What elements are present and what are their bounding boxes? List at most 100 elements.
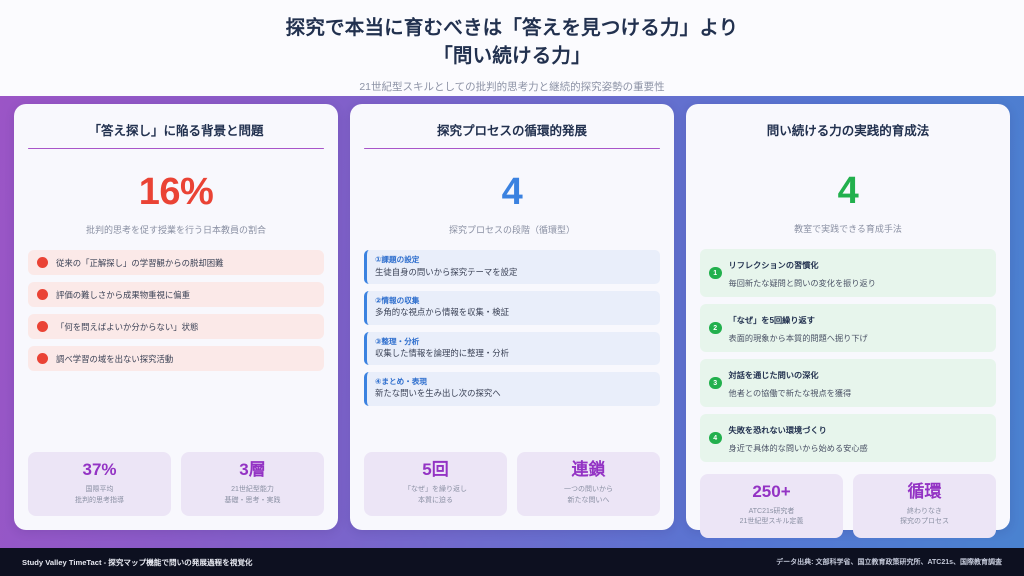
mini-stat-number: 250+ xyxy=(752,482,791,501)
step-description: 収集した情報を論理的に整理・分析 xyxy=(375,347,509,358)
mini-stat-number: 5回 xyxy=(422,460,449,480)
card-title: 探究プロセスの循環的発展 xyxy=(436,124,587,138)
big-stat-caption: 教室で実践できる育成手法 xyxy=(794,224,902,234)
method-description: 他者との協働で新たな視点を獲得 xyxy=(728,389,852,398)
red-dot-icon xyxy=(37,289,48,301)
list-item[interactable]: ②情報の収集 多角的な視点から情報を収集・検証 xyxy=(364,290,660,325)
step-description: 生徒自身の問いから探究テーマを設定 xyxy=(375,266,518,277)
method-title: リフレクションの習慣化 xyxy=(728,261,819,270)
step-title: ②情報の収集 xyxy=(375,295,420,305)
mini-stat-line2: 本質に迫る xyxy=(418,496,453,504)
mini-stat: 連鎖 一つの問いから 新たな問いへ xyxy=(517,452,660,516)
problem-list: 従来の「正解探し」の学習観からの脱却困難 評価の難しさから成果物重視に偏重 「何… xyxy=(28,250,324,372)
step-title: ①課題の設定 xyxy=(375,255,420,265)
mini-stats: 5回 「なぜ」を繰り返し 本質に迫る 連鎖 一つの問いから 新たな問いへ xyxy=(364,452,660,516)
mini-stats: 37% 国際平均 批判的思考指導 3層 21世紀型能力 基礎・思考・実践 xyxy=(28,452,324,516)
card-spacer xyxy=(364,406,660,441)
number-badge-icon: 2 xyxy=(709,321,722,335)
list-item-label: 評価の難しさから成果物重視に偏重 xyxy=(56,289,190,300)
card-title-rule xyxy=(28,148,324,150)
list-item-label: 「何を問えばよいか分からない」状態 xyxy=(56,321,199,332)
step-list: ①課題の設定 生徒自身の問いから探究テーマを設定 ②情報の収集 多角的な視点から… xyxy=(364,250,660,406)
page-subtitle: 21世紀型スキルとしての批判的思考力と継続的探究姿勢の重要性 xyxy=(359,81,665,94)
method-text: 失敗を恐れない環境づくり 身近で具体的な問いから始める安心感 xyxy=(729,420,868,456)
mini-stat: 250+ ATC21s研究者 21世紀型スキル定義 xyxy=(700,474,843,538)
big-stat-number: 4 xyxy=(837,170,859,212)
footer-sources: データ出典: 文部科学省、国立教育政策研究所、ATC21s、国際教育調査 xyxy=(776,559,1002,566)
big-stat-number: 4 xyxy=(501,171,523,214)
card-title: 「答え探し」に陥る背景と問題 xyxy=(88,124,264,138)
mini-stat-number: 連鎖 xyxy=(571,460,606,480)
page-title-line1: 探究で本当に育むべきは「答えを見つける力」より xyxy=(285,16,739,39)
mini-stat: 3層 21世紀型能力 基礎・思考・実践 xyxy=(181,452,324,516)
list-item[interactable]: 3 対話を通じた問いの深化 他者との協働で新たな視点を獲得 xyxy=(700,359,996,407)
method-list: 1 リフレクションの習慣化 毎回新たな疑問と問いの変化を振り返り 2 「なぜ」を… xyxy=(700,249,996,462)
mini-stat-number: 循環 xyxy=(907,482,942,501)
big-stat-caption: 探究プロセスの段階（循環型） xyxy=(448,225,575,236)
list-item[interactable]: 調べ学習の域を出ない探究活動 xyxy=(28,346,324,372)
mini-stat: 5回 「なぜ」を繰り返し 本質に迫る xyxy=(364,452,507,516)
method-description: 表面的現象から本質的問題へ掘り下げ xyxy=(728,334,868,343)
list-item-label: 調べ学習の域を出ない探究活動 xyxy=(56,353,174,364)
mini-stat-line1: 国際平均 xyxy=(85,486,114,493)
list-item[interactable]: 従来の「正解探し」の学習観からの脱却困難 xyxy=(28,250,324,276)
method-text: リフレクションの習慣化 毎回新たな疑問と問いの変化を振り返り xyxy=(729,255,876,291)
card-spacer xyxy=(28,371,324,440)
mini-stat-line1: 終わりなき xyxy=(907,507,942,515)
list-item[interactable]: 1 リフレクションの習慣化 毎回新たな疑問と問いの変化を振り返り xyxy=(700,249,996,297)
big-stat-caption: 批判的思考を促す授業を行う日本教員の割合 xyxy=(85,225,266,236)
page-title: 探究で本当に育むべきは「答えを見つける力」より 「問い続ける力」 xyxy=(286,14,739,71)
mini-stat-number: 37% xyxy=(82,460,117,480)
mini-stat: 37% 国際平均 批判的思考指導 xyxy=(28,452,171,516)
big-stat: 16% 批判的思考を促す授業を行う日本教員の割合 xyxy=(28,173,324,236)
footer-product-note: Study Valley TimeTact - 探究マップ機能で問いの発展過程を… xyxy=(22,557,253,567)
mini-stat-line2: 21世紀型スキル定義 xyxy=(739,518,804,526)
page-header: 探究で本当に育むべきは「答えを見つける力」より 「問い続ける力」 21世紀型スキ… xyxy=(0,0,1024,96)
step-description: 新たな問いを生み出し次の探究へ xyxy=(375,388,501,399)
list-item[interactable]: 4 失敗を恐れない環境づくり 身近で具体的な問いから始める安心感 xyxy=(700,414,996,462)
method-title: 「なぜ」を5回繰り返す xyxy=(728,316,815,325)
list-item[interactable]: ④まとめ・表現 新たな問いを生み出し次の探究へ xyxy=(364,372,660,406)
method-text: 「なぜ」を5回繰り返す 表面的現象から本質的問題へ掘り下げ xyxy=(729,310,868,346)
method-description: 身近で具体的な問いから始める安心感 xyxy=(728,444,868,453)
mini-stat-line2: 基礎・思考・実践 xyxy=(224,496,281,504)
red-dot-icon xyxy=(37,353,48,365)
red-dot-icon xyxy=(37,321,48,333)
list-item-label: 従来の「正解探し」の学習観からの脱却困難 xyxy=(56,257,224,268)
list-item[interactable]: ①課題の設定 生徒自身の問いから探究テーマを設定 xyxy=(364,250,660,284)
mini-stat-number: 3層 xyxy=(239,460,266,480)
page-title-line2: 「問い続ける力」 xyxy=(433,45,591,67)
mini-stat-line1: 一つの問いから xyxy=(564,486,613,493)
card-inquiry-process: 探究プロセスの循環的発展 4 探究プロセスの段階（循環型） ①課題の設定 生徒自… xyxy=(350,104,674,530)
method-text: 対話を通じた問いの深化 他者との協働で新たな視点を獲得 xyxy=(729,365,852,401)
list-item[interactable]: 「何を問えばよいか分からない」状態 xyxy=(28,314,324,340)
card-title-rule xyxy=(364,148,660,150)
step-title: ④まとめ・表現 xyxy=(375,377,427,387)
method-title: 対話を通じた問いの深化 xyxy=(728,371,819,380)
big-stat: 4 教室で実践できる育成手法 xyxy=(700,172,996,235)
number-badge-icon: 4 xyxy=(709,431,722,445)
big-stat: 4 探究プロセスの段階（循環型） xyxy=(364,173,660,236)
mini-stat-line2: 新たな問いへ xyxy=(567,496,610,504)
step-description: 多角的な視点から情報を収集・検証 xyxy=(375,307,509,318)
mini-stats: 250+ ATC21s研究者 21世紀型スキル定義 循環 終わりなき 探究のプロ… xyxy=(700,474,996,538)
list-item[interactable]: 2 「なぜ」を5回繰り返す 表面的現象から本質的問題へ掘り下げ xyxy=(700,304,996,352)
list-item[interactable]: ③整理・分析 収集した情報を論理的に整理・分析 xyxy=(364,331,660,366)
step-title: ③整理・分析 xyxy=(375,336,420,346)
page-footer: Study Valley TimeTact - 探究マップ機能で問いの発展過程を… xyxy=(0,548,1024,576)
method-title: 失敗を恐れない環境づくり xyxy=(728,426,827,435)
method-description: 毎回新たな疑問と問いの変化を振り返り xyxy=(728,279,876,288)
big-stat-number: 16% xyxy=(138,171,214,214)
card-practice-methods: 問い続ける力の実践的育成法 4 教室で実践できる育成手法 1 リフレクションの習… xyxy=(686,104,1010,538)
cards-band: 「答え探し」に陥る背景と問題 16% 批判的思考を促す授業を行う日本教員の割合 … xyxy=(0,96,1024,548)
mini-stat-line1: ATC21s研究者 xyxy=(748,507,795,515)
mini-stat-line1: 「なぜ」を繰り返し xyxy=(404,486,467,493)
card-title: 問い続ける力の実践的育成法 xyxy=(766,124,930,138)
number-badge-icon: 3 xyxy=(709,376,722,390)
mini-stat-line2: 探究のプロセス xyxy=(900,518,949,526)
mini-stat-line2: 批判的思考指導 xyxy=(75,496,124,504)
list-item[interactable]: 評価の難しさから成果物重視に偏重 xyxy=(28,282,324,308)
mini-stat: 循環 終わりなき 探究のプロセス xyxy=(853,474,996,538)
mini-stat-line1: 21世紀型能力 xyxy=(231,486,274,493)
